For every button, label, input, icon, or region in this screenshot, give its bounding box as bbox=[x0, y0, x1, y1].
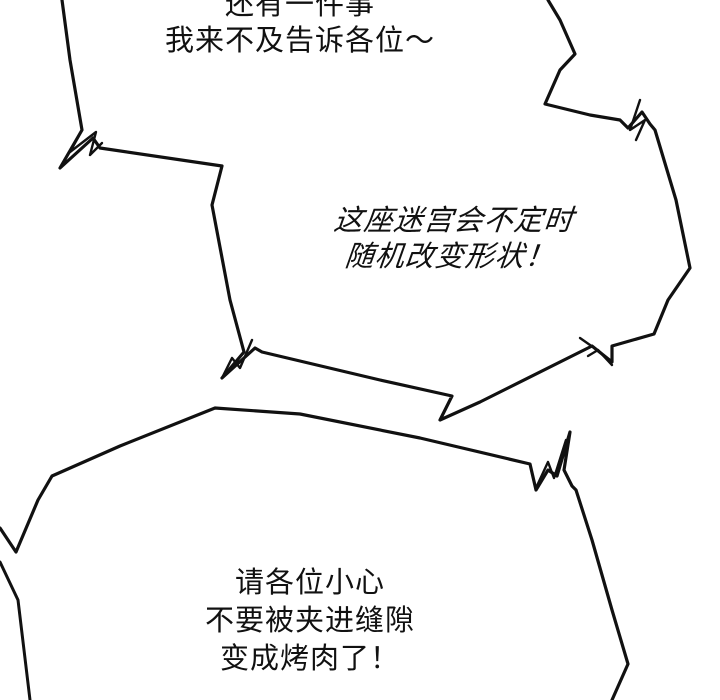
bubble-line: 变成烤肉了！ bbox=[219, 641, 400, 675]
bubble-line: 我来不及告诉各位～ bbox=[164, 23, 435, 57]
speech-bubble-top-jag-right bbox=[628, 98, 647, 142]
bubble-line: 还有一件事 bbox=[224, 0, 375, 21]
speech-bubble-bottom-jag bbox=[534, 438, 568, 490]
bubble-line: 请各位小心 bbox=[234, 565, 385, 599]
speech-bubble-middle-text: 这座迷宫会不定时 随机改变形状！ bbox=[308, 202, 596, 274]
speech-bubble-bottom-left-edge bbox=[0, 560, 32, 700]
speech-bubble-bottom-outline bbox=[0, 406, 630, 700]
speech-bubble-bottom-text: 请各位小心 不要被夹进缝隙 变成烤肉了！ bbox=[185, 563, 435, 677]
bubble-line: 不要被夹进缝隙 bbox=[204, 603, 415, 637]
speech-bubble-top-jag-left bbox=[68, 128, 104, 157]
bubble-line: 随机改变形状！ bbox=[343, 239, 557, 273]
speech-bubble-top-text: 还有一件事 我来不及告诉各位～ bbox=[150, 0, 450, 58]
speech-bubble-top-jag-bottom bbox=[578, 336, 614, 367]
bubble-line: 这座迷宫会不定时 bbox=[332, 203, 576, 237]
speech-bubble-top-jag-mid bbox=[220, 338, 254, 380]
